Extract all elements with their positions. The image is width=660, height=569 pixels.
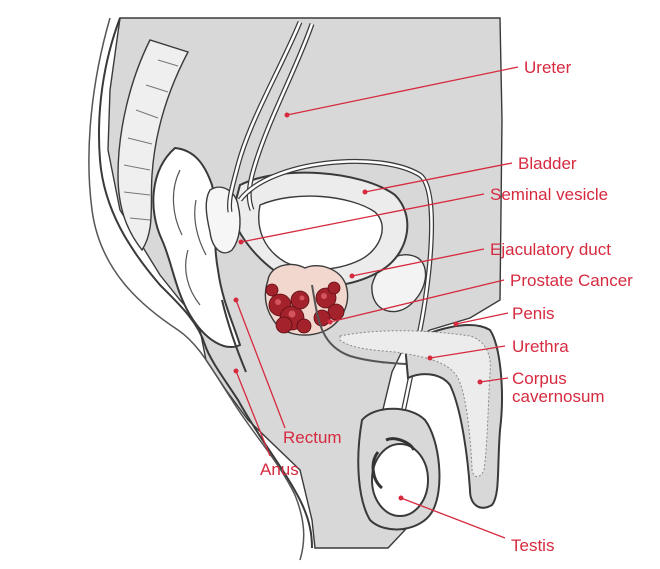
anal-canal (221, 299, 247, 373)
label-anus: Anus (260, 460, 299, 479)
epididymis (371, 437, 416, 490)
label-bladder: Bladder (518, 154, 577, 173)
label-urethra: Urethra (512, 337, 569, 356)
back-outline (97, 17, 313, 549)
label-corpus: Corpus (512, 369, 567, 388)
labels: Ureter Bladder Seminal vesicle Ejaculato… (260, 58, 633, 555)
rectum-folds (172, 169, 207, 306)
corpus-cavernosum-tissue (339, 330, 491, 477)
label-testis: Testis (511, 536, 554, 555)
label-ejaculatory-duct: Ejaculatory duct (490, 240, 611, 259)
tumor-highlights (275, 293, 327, 318)
label-rectum: Rectum (283, 428, 342, 447)
ureter-tubes (227, 21, 315, 213)
label-cavernosum: cavernosum (512, 387, 605, 406)
label-prostate-cancer: Prostate Cancer (510, 271, 633, 290)
sacrum (117, 39, 190, 252)
leader-lines (233, 66, 519, 539)
scrotum (357, 407, 441, 531)
testis-organ (371, 443, 429, 517)
penis-organ (339, 324, 503, 509)
vertebrae (123, 59, 179, 221)
skin-outline (88, 17, 305, 561)
bladder-group (230, 171, 409, 288)
prostate (264, 263, 349, 336)
label-ureter: Ureter (524, 58, 572, 77)
bladder-lumen (258, 195, 383, 270)
label-seminal-vesicle: Seminal vesicle (490, 185, 608, 204)
label-penis: Penis (512, 304, 555, 323)
